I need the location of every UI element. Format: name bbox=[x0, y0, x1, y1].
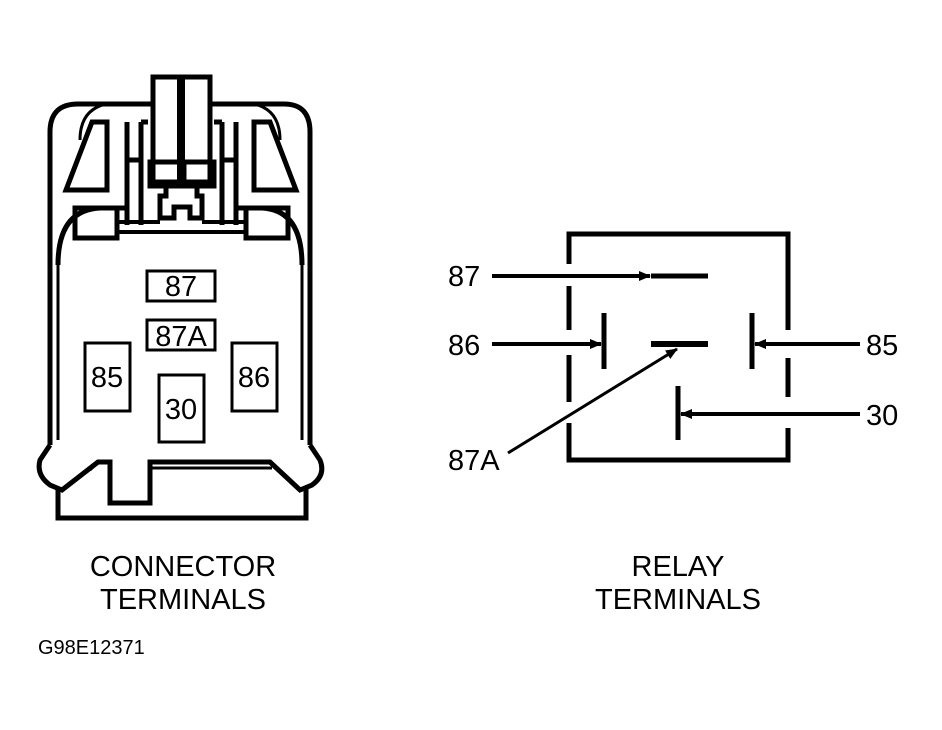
connector-caption-line1: CONNECTOR bbox=[90, 551, 276, 583]
leader-87a bbox=[507, 347, 678, 455]
figure-code: G98E12371 bbox=[38, 637, 145, 659]
connector-left-rib bbox=[62, 119, 110, 193]
connector-housing-top bbox=[47, 101, 313, 300]
relay-label-30: 30 bbox=[866, 400, 898, 432]
connector-caption-line2: TERMINALS bbox=[100, 584, 266, 616]
relay-caption-line1: RELAY bbox=[632, 551, 725, 583]
relay-drawing: 87 86 85 30 87A bbox=[448, 231, 898, 477]
relay-label-85: 85 bbox=[866, 330, 898, 362]
connector-terminal-30-label: 30 bbox=[165, 394, 197, 426]
connector-terminal-85[interactable]: 85 bbox=[83, 341, 132, 413]
connector-terminal-87a[interactable]: 87A bbox=[145, 318, 217, 353]
connector-drawing: 87 87A 85 86 30 bbox=[36, 74, 325, 521]
connector-base bbox=[55, 488, 309, 521]
connector-terminal-30[interactable]: 30 bbox=[157, 373, 206, 444]
connector-latch bbox=[147, 74, 217, 221]
connector-terminal-85-label: 85 bbox=[91, 362, 123, 394]
relay-caption-line2: TERMINALS bbox=[595, 584, 761, 616]
connector-terminal-87-label: 87 bbox=[165, 271, 197, 303]
connector-terminal-87[interactable]: 87 bbox=[145, 269, 217, 303]
relay-label-87: 87 bbox=[448, 261, 480, 293]
connector-right-rib bbox=[251, 119, 300, 193]
connector-bottom-flange bbox=[36, 443, 325, 506]
relay-label-87a: 87A bbox=[448, 445, 500, 477]
connector-terminal-86-label: 86 bbox=[238, 362, 270, 394]
relay-label-86: 86 bbox=[448, 330, 480, 362]
connector-terminal-86[interactable]: 86 bbox=[230, 341, 279, 413]
relay-housing bbox=[566, 231, 791, 463]
connector-terminal-87a-label: 87A bbox=[155, 321, 207, 353]
